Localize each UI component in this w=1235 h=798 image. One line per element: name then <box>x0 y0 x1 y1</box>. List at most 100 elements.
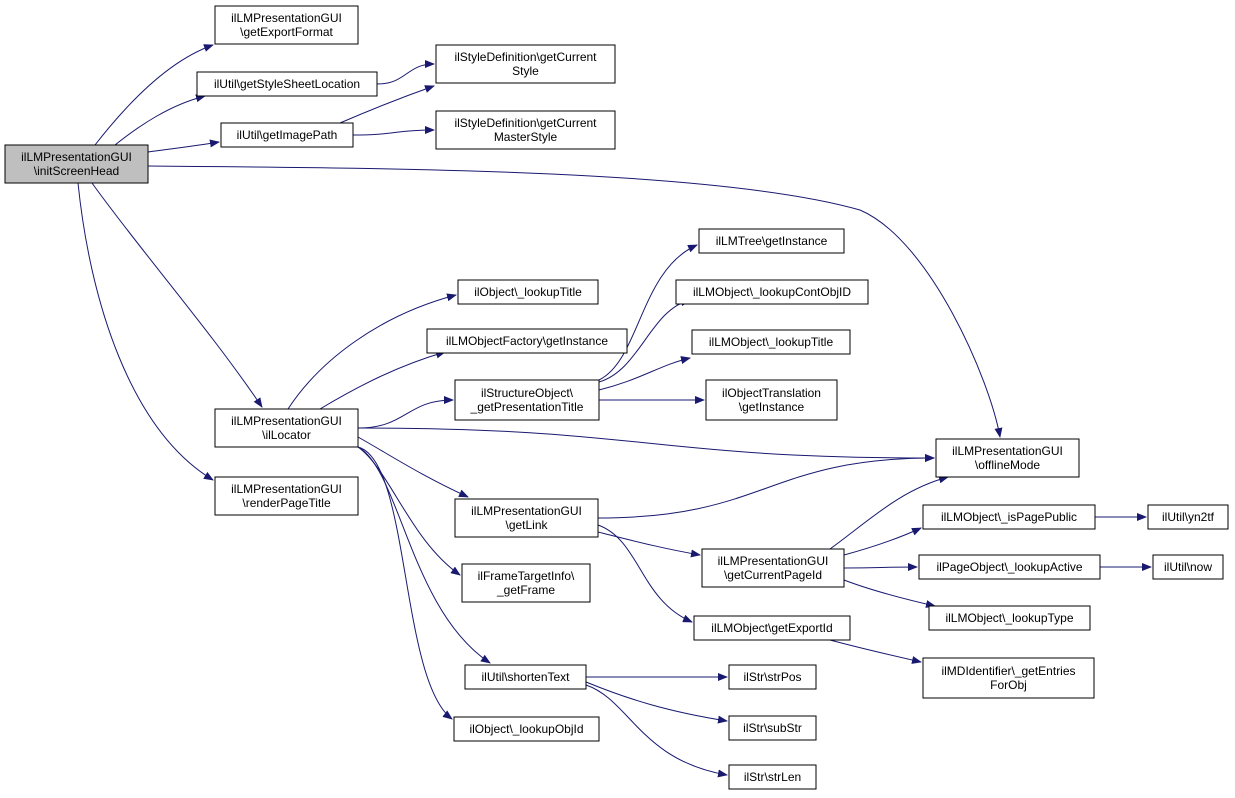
edge-arrow <box>598 298 691 383</box>
node-get-style-sheet-location[interactable]: ilUtil\getStyleSheetLocation <box>196 71 378 97</box>
node-label-line: ilStr\subStr <box>743 721 802 735</box>
node-box <box>1152 554 1224 580</box>
node-init-screen-head[interactable]: ilLMPresentationGUI\initScreenHead <box>4 144 149 184</box>
node-label-line: ilObject\_lookupTitle <box>474 285 582 299</box>
edge-il-locator-to-shorten-text <box>357 446 491 664</box>
edge-arrow <box>357 436 469 498</box>
edge-il-locator-to-factory-get-instance <box>319 350 446 410</box>
node-get-image-path[interactable]: ilUtil\getImagePath <box>220 122 354 148</box>
edge-arrow <box>829 475 949 550</box>
node-shorten-text[interactable]: ilUtil\shortenText <box>464 664 587 690</box>
node-label-line: \getExportFormat <box>240 25 333 39</box>
node-str-len[interactable]: ilStr\strLen <box>728 764 817 790</box>
node-box <box>426 328 628 354</box>
node-box <box>461 563 591 603</box>
node-label-line: ForObj <box>990 678 1027 692</box>
node-box <box>1147 504 1229 530</box>
node-box <box>698 228 845 254</box>
edge-il-locator-to-offline-mode <box>357 427 935 462</box>
node-label-line: ilUtil\getStyleSheetLocation <box>214 77 360 91</box>
node-il-locator[interactable]: ilLMPresentationGUI\ilLocator <box>214 408 359 448</box>
node-box <box>935 438 1080 478</box>
edge-arrow <box>597 524 693 623</box>
node-yn2tf[interactable]: ilUtil\yn2tf <box>1147 504 1229 530</box>
node-tree-get-instance[interactable]: ilLMTree\getInstance <box>698 228 845 254</box>
edge-arrow <box>147 139 220 153</box>
node-label-line: ilMDIdentifier\_getEntries <box>941 664 1075 678</box>
edge-arrow <box>352 126 435 136</box>
node-label-line: ilStyleDefinition\getCurrent <box>454 50 597 64</box>
edge-get-current-page-id-to-lookup-type <box>843 579 936 608</box>
node-render-page-title[interactable]: ilLMPresentationGUI\renderPageTitle <box>214 476 359 516</box>
node-get-export-id[interactable]: ilLMObject\getExportId <box>693 615 851 641</box>
edge-layer <box>77 44 1152 778</box>
node-box <box>922 657 1095 699</box>
node-offline-mode[interactable]: ilLMPresentationGUI\offlineMode <box>935 438 1080 478</box>
node-label-line: ilObject\_lookupObjId <box>469 722 583 736</box>
edge-arrow <box>147 165 1003 438</box>
node-box <box>918 554 1101 580</box>
edge-arrow <box>357 446 491 664</box>
node-label-line: \getCurrentPageId <box>724 568 822 582</box>
node-lookup-obj-id[interactable]: ilObject\_lookupObjId <box>453 716 600 742</box>
node-factory-get-instance[interactable]: ilLMObjectFactory\getInstance <box>426 328 628 354</box>
node-now[interactable]: ilUtil\now <box>1152 554 1224 580</box>
edge-init-screen-head-to-get-export-format <box>94 44 214 146</box>
node-box <box>728 764 817 790</box>
node-lookup-type[interactable]: ilLMObject\_lookupType <box>928 605 1091 631</box>
edge-il-locator-to-get-link <box>357 436 469 498</box>
node-get-frame[interactable]: ilFrameTargetInfo\_getFrame <box>461 563 591 603</box>
node-label-line: ilLMPresentationGUI <box>21 150 132 164</box>
node-label-line: _getFrame <box>496 583 555 597</box>
node-translation-get-instance[interactable]: ilObjectTranslation\getInstance <box>705 379 838 421</box>
node-label-line: ilUtil\shortenText <box>481 670 570 684</box>
node-lookup-active[interactable]: ilPageObject\_lookupActive <box>918 554 1101 580</box>
node-get-presentation-title[interactable]: ilStructureObject\_getPresentationTitle <box>454 379 600 421</box>
edge-get-presentation-title-to-lm-lookup-title <box>598 356 691 391</box>
node-get-current-page-id[interactable]: ilLMPresentationGUI\getCurrentPageId <box>701 548 845 588</box>
node-label-line: ilLMPresentationGUI <box>952 444 1063 458</box>
node-label-line: ilLMPresentationGUI <box>231 414 342 428</box>
node-box <box>435 44 616 84</box>
node-obj-lookup-title[interactable]: ilObject\_lookupTitle <box>457 279 599 305</box>
node-box <box>922 504 1096 530</box>
edge-get-current-page-id-to-is-page-public <box>843 527 922 556</box>
node-label-line: ilStyleDefinition\getCurrent <box>454 116 597 130</box>
edge-il-locator-to-get-presentation-title <box>357 396 454 429</box>
node-label-line: \offlineMode <box>975 458 1040 472</box>
node-is-page-public[interactable]: ilLMObject\_isPagePublic <box>922 504 1096 530</box>
node-box <box>705 379 838 421</box>
edge-get-presentation-title-to-lookup-cont-obj-id <box>598 298 691 383</box>
node-box <box>701 548 845 588</box>
edge-get-link-to-get-current-page-id <box>597 531 701 558</box>
node-box <box>454 498 599 538</box>
node-box <box>220 122 354 148</box>
edge-init-screen-head-to-offline-mode <box>147 165 1003 438</box>
node-sub-str[interactable]: ilStr\subStr <box>728 715 817 741</box>
node-label-line: ilLMObject\_lookupType <box>945 611 1073 625</box>
edge-arrow <box>598 244 698 381</box>
node-box <box>214 476 359 516</box>
edge-arrow <box>287 293 457 410</box>
node-label-line: ilObjectTranslation <box>722 386 821 400</box>
node-lm-lookup-title[interactable]: ilLMObject\_lookupTitle <box>691 329 851 355</box>
node-str-pos[interactable]: ilStr\strPos <box>728 664 817 690</box>
edge-arrow <box>598 356 691 391</box>
node-box <box>453 716 600 742</box>
edge-il-locator-to-get-frame <box>357 446 461 576</box>
edge-il-locator-to-lookup-obj-id <box>357 446 453 720</box>
edge-get-export-id-to-get-entries-for-obj <box>829 639 922 664</box>
node-get-link[interactable]: ilLMPresentationGUI\getLink <box>454 498 599 538</box>
node-get-export-format[interactable]: ilLMPresentationGUI\getExportFormat <box>214 5 359 45</box>
edge-il-locator-to-obj-lookup-title <box>287 293 457 410</box>
node-box <box>196 71 378 97</box>
node-lookup-cont-obj-id[interactable]: ilLMObject\_lookupContObjID <box>675 279 869 305</box>
node-label-line: ilLMPresentationGUI <box>231 11 342 25</box>
node-label-line: ilFrameTargetInfo\ <box>478 569 575 583</box>
node-box <box>675 279 869 305</box>
edge-arrow <box>843 563 918 572</box>
